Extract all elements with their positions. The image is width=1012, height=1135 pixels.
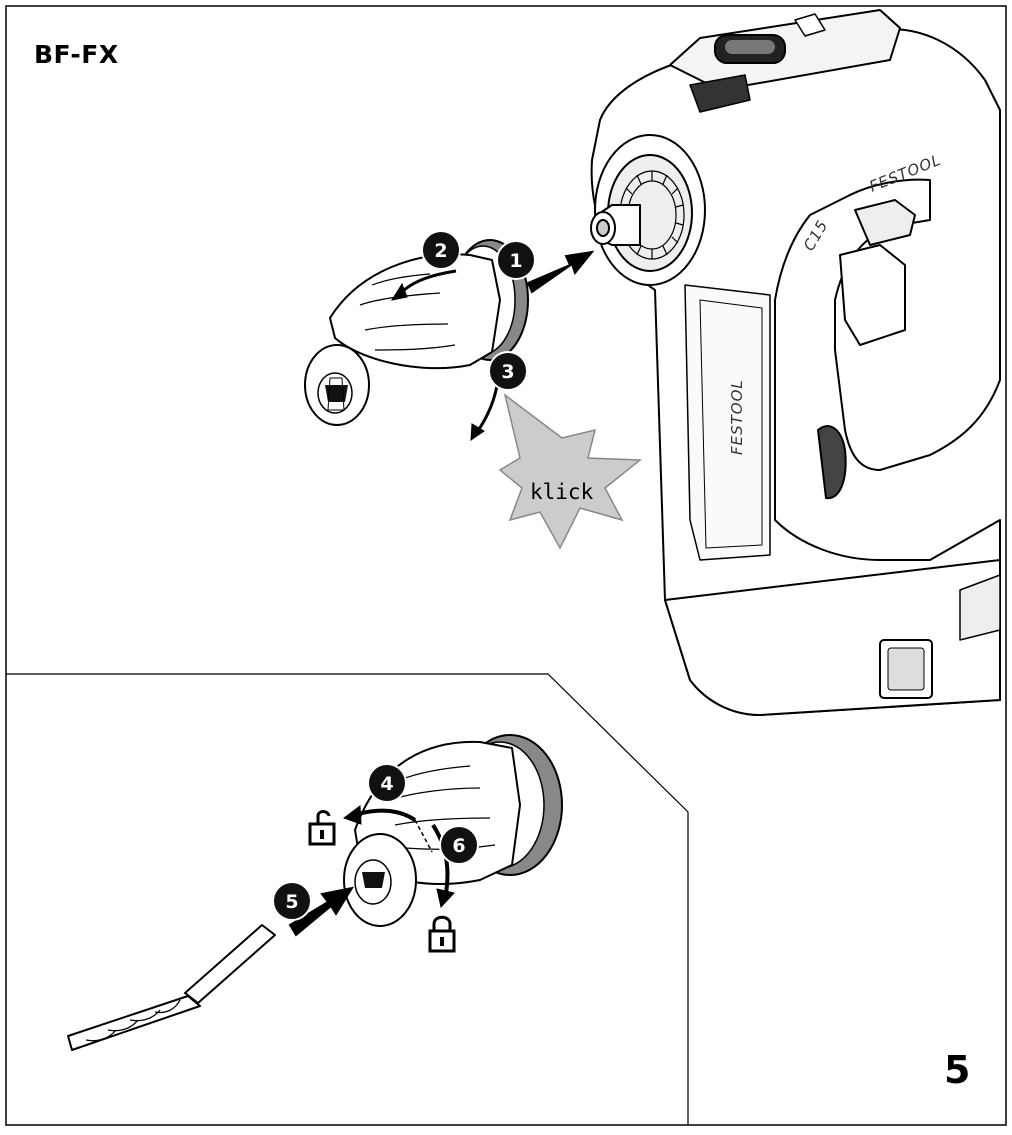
- klick-burst: klick: [498, 393, 643, 550]
- inset-panel-border: [6, 673, 689, 1125]
- step-badge-5: 5: [272, 881, 312, 921]
- step-badge-3: 3: [488, 351, 528, 391]
- svg-text:3: 3: [501, 361, 514, 383]
- step-badge-4: 4: [367, 763, 407, 803]
- step-badge-1: 1: [496, 240, 536, 280]
- closed-padlock-icon: [428, 915, 456, 953]
- svg-text:2: 2: [434, 240, 447, 262]
- drill-bit: [67, 924, 276, 1051]
- arrow-attach-chuck: [526, 250, 595, 294]
- arrow-open-chuck: [357, 808, 417, 822]
- svg-text:1: 1: [509, 250, 522, 272]
- svg-text:4: 4: [380, 773, 393, 795]
- model-label: BF-FX: [34, 40, 119, 69]
- arrow-insert-bit: [288, 886, 355, 937]
- arrow-rotate-collar: [475, 379, 500, 433]
- figure-frame: [5, 5, 1007, 1126]
- svg-text:5: 5: [285, 891, 298, 913]
- brand-body-text: FESTOOL: [728, 379, 746, 455]
- step-badge-6: 6: [439, 825, 479, 865]
- svg-text:6: 6: [452, 835, 465, 857]
- step-badge-2: 2: [421, 230, 461, 270]
- klick-label: klick: [530, 480, 594, 504]
- keyless-chuck-lower: [343, 734, 563, 927]
- page-number: 5: [944, 1048, 971, 1092]
- open-padlock-icon: [308, 810, 336, 846]
- drill-body: [590, 9, 1001, 716]
